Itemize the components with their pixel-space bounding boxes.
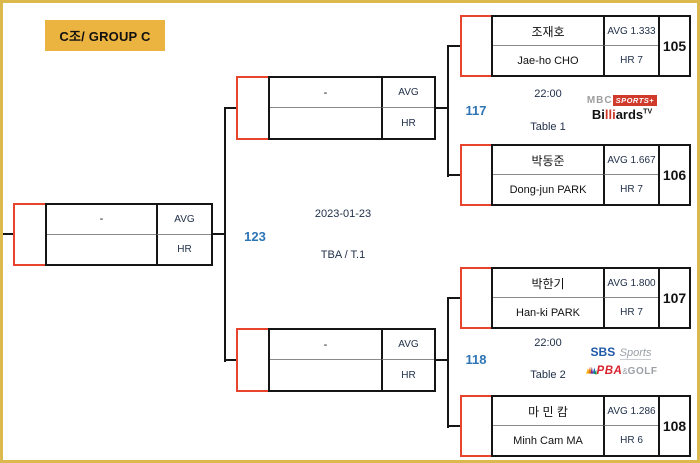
semifinal-2-slot-box: - AVG HR [236, 328, 436, 392]
player-match-number: 105 [658, 17, 689, 75]
player-hr: HR 7 [603, 175, 658, 204]
player-106-seed-cell [460, 144, 491, 206]
bracket-connector-line [447, 174, 460, 176]
bracket-connector-line [224, 359, 236, 361]
semifinal-1-seed-cell [236, 76, 268, 140]
player-box-107: 박한기 AVG 1.800 Han-ki PARK HR 7 107 [460, 267, 691, 329]
final-slot-box: - AVG HR [13, 203, 213, 266]
player-hr: HR 6 [603, 426, 658, 455]
player-avg: AVG 1.286 [603, 397, 658, 426]
semifinal-1-table: Table 1 [530, 121, 566, 133]
final-slot-top: - [47, 205, 156, 235]
player-name-kr: 조재호 [493, 17, 603, 46]
semifinal-1-match-number: 117 [465, 103, 487, 118]
pba-golf-logo-line: PBA&GOLF [571, 361, 671, 379]
player-hr: HR 7 [603, 46, 658, 75]
sbs-sports-logo-line: SBS Sports [571, 343, 671, 361]
player-match-number: 107 [658, 269, 689, 327]
player-match-number: 108 [658, 397, 689, 455]
player-105-seed-cell [460, 15, 491, 77]
player-avg: AVG 1.800 [603, 269, 658, 298]
pba-logo-text: PBA [596, 365, 623, 378]
semifinal-2-slot-bottom [270, 360, 381, 390]
final-match-number: 123 [244, 229, 266, 244]
semifinal-1-avg-label: AVG [381, 78, 434, 108]
pba-golf-text: GOLF [627, 366, 658, 378]
semifinal-1-slot-bottom [270, 108, 381, 138]
player-box-108: 마 민 캄 AVG 1.286 Minh Cam MA HR 6 108 [460, 395, 691, 457]
final-slot-bottom [47, 235, 156, 265]
bracket-connector-line [447, 297, 460, 299]
player-hr: HR 7 [603, 298, 658, 327]
semifinal-2-match-number: 118 [465, 352, 487, 367]
player-name-en: Han-ki PARK [516, 306, 580, 319]
group-title: C조/ GROUP C [45, 20, 165, 51]
bracket-connector-line [224, 107, 226, 362]
player-name-kr: 박동준 [493, 146, 603, 175]
player-name-en: Minh Cam MA [513, 434, 583, 447]
semifinal-2-avg-label: AVG [381, 330, 434, 360]
bracket-connector-line [436, 359, 449, 361]
billiards-text-black: Bi [591, 107, 605, 123]
billiardstv-logo-line: BilliardsTV [576, 107, 668, 123]
player-name-en: Jae-ho CHO [517, 54, 579, 67]
semifinal-2-slot-top: - [270, 330, 381, 360]
player-match-number: 106 [658, 146, 689, 204]
semifinal-2-time: 22:00 [534, 337, 562, 349]
final-date: 2023-01-23 [314, 208, 372, 220]
mbc-logo-text: MBC [586, 95, 613, 106]
mbc-sports-badge: SPORTS+ [612, 95, 658, 106]
player-name-kr: 박한기 [493, 269, 603, 298]
bracket-connector-line [447, 297, 449, 428]
final-seed-cell [13, 203, 45, 266]
player-107-seed-cell [460, 267, 491, 329]
semifinal-2-seed-cell [236, 328, 268, 392]
player-name-en: Dong-jun PARK [509, 183, 587, 196]
billiards-text-red: lli [604, 107, 616, 123]
bracket-connector-line [436, 107, 449, 109]
bracket-connector-line [224, 107, 236, 109]
billiards-text-black2: ards [615, 107, 644, 123]
final-hr-label: HR [156, 234, 211, 264]
final-venue: TBA / T.1 [320, 249, 366, 261]
player-avg: AVG 1.333 [603, 17, 658, 46]
player-avg: AVG 1.667 [603, 146, 658, 175]
semifinal-1-time: 22:00 [534, 88, 562, 100]
sbs-logo-text: SBS [590, 345, 616, 359]
bracket-connector-line [211, 233, 226, 235]
player-box-106: 박동준 AVG 1.667 Dong-jun PARK HR 7 106 [460, 144, 691, 206]
player-name-kr: 마 민 캄 [493, 397, 603, 426]
player-box-105: 조재호 AVG 1.333 Jae-ho CHO HR 7 105 [460, 15, 691, 77]
semifinal-1-hr-label: HR [381, 108, 434, 138]
semifinal-1-slot-top: - [270, 78, 381, 108]
sbs-sports-pba-golf-logo: SBS Sports PBA&GOLF [571, 343, 671, 380]
bracket-connector-line [3, 233, 13, 235]
bracket-connector-line [447, 45, 460, 47]
pba-amp-text: & [622, 367, 628, 377]
final-avg-label: AVG [156, 205, 211, 235]
bracket-connector-line [447, 45, 449, 177]
semifinal-2-table: Table 2 [530, 369, 566, 381]
billiards-tv-sup: TV [643, 109, 653, 117]
semifinal-1-slot-box: - AVG HR [236, 76, 436, 140]
sbs-sports-text: Sports [619, 347, 652, 360]
pba-peacock-icon [585, 366, 597, 375]
player-108-seed-cell [460, 395, 491, 457]
semifinal-2-hr-label: HR [381, 360, 434, 390]
bracket-connector-line [447, 425, 460, 427]
